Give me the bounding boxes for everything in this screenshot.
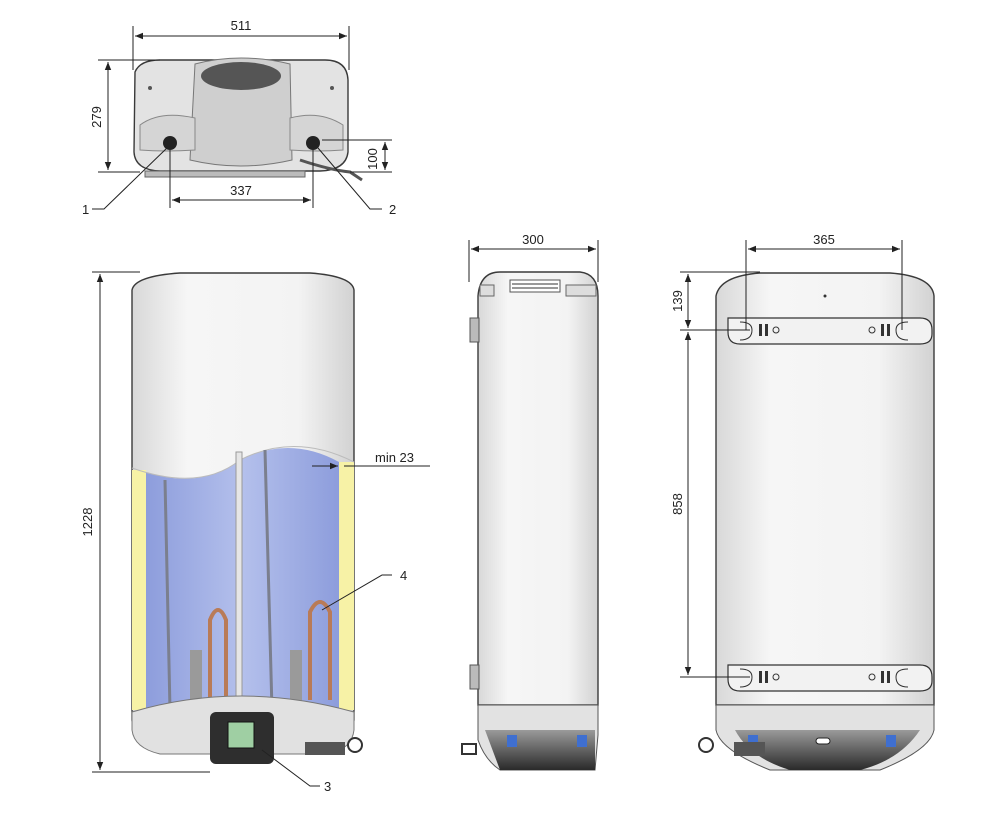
pipe-height-label: 100: [365, 148, 380, 170]
bracket-spacing-label: 365: [813, 232, 835, 247]
top-offset-label: 139: [670, 290, 685, 312]
power-cord-icon: [299, 158, 363, 182]
callout-1: 1: [82, 202, 89, 217]
side-depth-label: 300: [522, 232, 544, 247]
side-view: 300: [461, 232, 599, 771]
rear-view: 365 139 858: [670, 232, 935, 771]
side-bracket-top: [469, 317, 480, 343]
top-width-label: 511: [231, 18, 252, 33]
insulation-label: min 23: [375, 450, 414, 465]
outlet-pipe-icon: [306, 136, 320, 150]
pipe-spacing-label: 337: [230, 183, 252, 198]
top-view-mount-rail: [144, 170, 306, 178]
front-height-label: 1228: [80, 508, 95, 537]
top-view-right-shoulder: [289, 114, 344, 152]
top-view-dark-cap: [201, 62, 281, 90]
insulation-right: [339, 462, 354, 710]
callout-3: 3: [324, 779, 331, 794]
side-bracket-bottom: [469, 664, 480, 690]
side-plug-icon: [461, 743, 477, 755]
insulation-left: [132, 470, 146, 710]
heating-element-right-icon: [308, 600, 332, 700]
front-connectors-icon: [305, 742, 345, 755]
top-depth-label: 279: [89, 106, 104, 128]
inlet-pipe-icon: [163, 136, 177, 150]
top-view-left-shoulder: [139, 114, 196, 152]
rear-bracket-top: [727, 317, 933, 345]
callout-2: 2: [389, 202, 396, 217]
side-view-body: [477, 271, 599, 706]
side-vent-grille: [509, 279, 561, 293]
heating-element-left-icon: [208, 608, 228, 700]
front-view: 1228 min 23 4 3: [80, 271, 430, 794]
rear-bracket-bottom: [727, 664, 933, 692]
top-view: 511 279 337 100 1 2: [82, 18, 396, 217]
bracket-distance-label: 858: [670, 493, 685, 515]
callout-4: 4: [400, 568, 407, 583]
rear-view-body: [715, 272, 935, 706]
rear-plug-icon: [698, 737, 714, 753]
